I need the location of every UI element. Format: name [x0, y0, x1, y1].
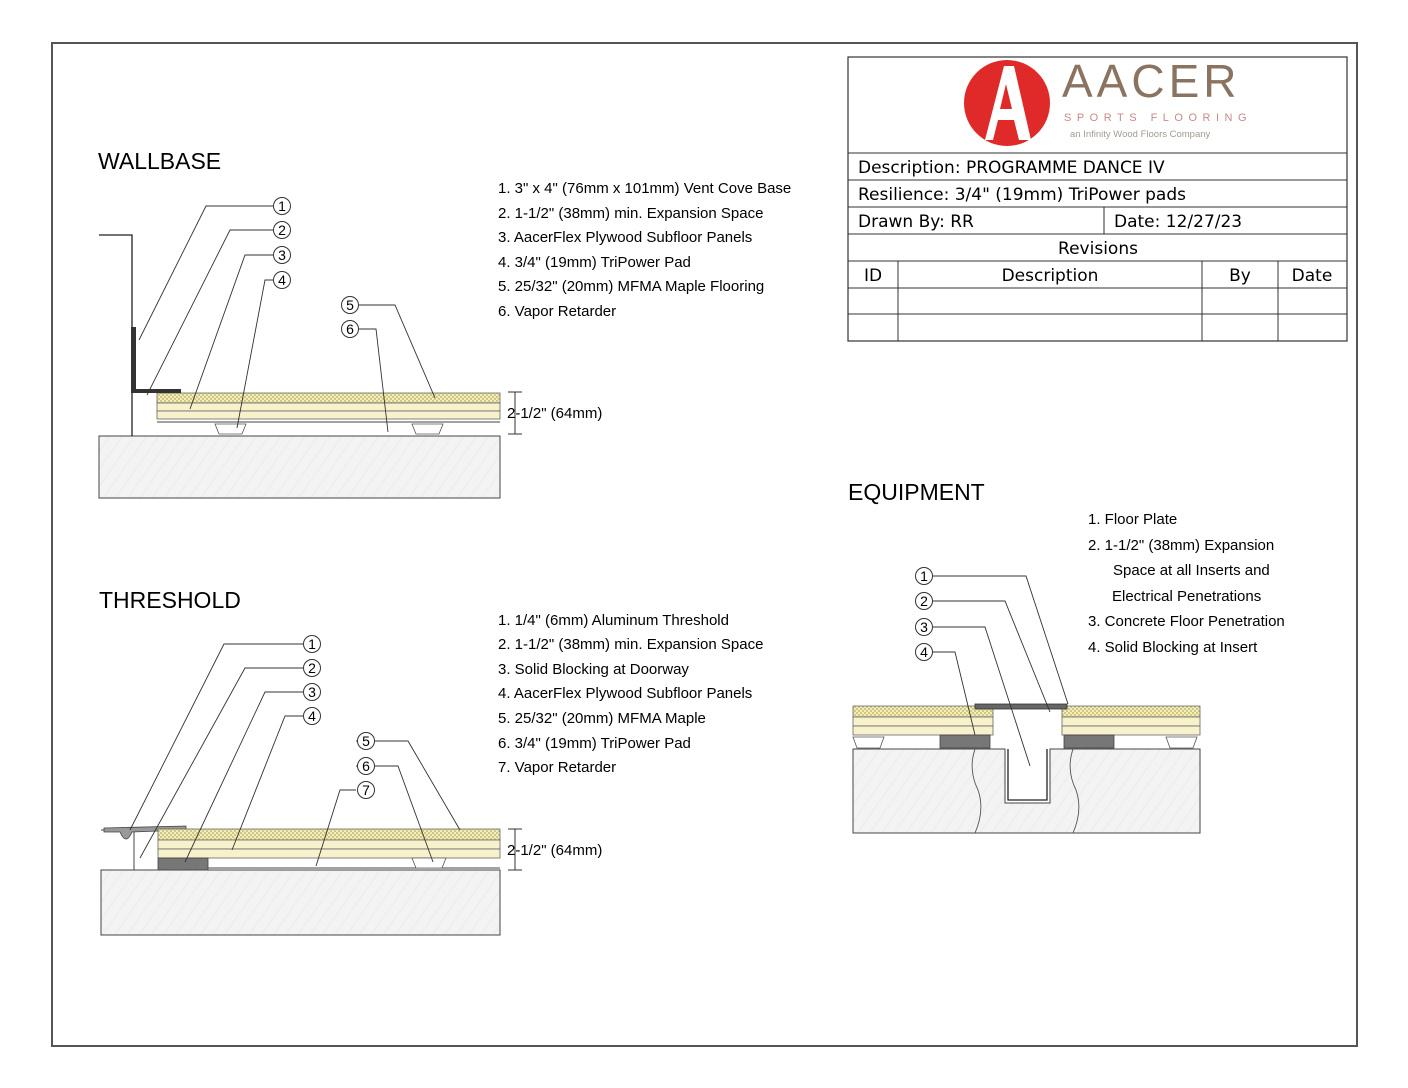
wallbase-note-5: 5. 25/32" (20mm) MFMA Maple Flooring — [498, 278, 764, 295]
wallbase-callout-6: 6 — [346, 321, 354, 337]
equipment-concrete-slab — [852, 748, 1201, 834]
equipment-callout-1: 1 — [920, 568, 928, 584]
equipment-callout-3: 3 — [920, 619, 928, 635]
equipment-maple-left — [852, 705, 994, 718]
equipment-floor-insert — [1007, 749, 1048, 801]
wallbase-detail: WALLBASE 2-1/2" (64mm) 1 — [98, 148, 791, 499]
wallbase-leaders — [138, 205, 436, 433]
equipment-title: EQUIPMENT — [848, 479, 985, 505]
threshold-pad — [411, 857, 447, 869]
wallbase-callout-1: 1 — [278, 198, 286, 214]
wallbase-wall — [99, 234, 133, 436]
equipment-note-2-cont-b: Electrical Penetrations — [1112, 588, 1261, 605]
threshold-leaders — [129, 643, 461, 867]
equipment-leaders — [933, 575, 1069, 767]
threshold-plywood-2 — [157, 848, 501, 859]
wallbase-title: WALLBASE — [98, 148, 221, 174]
logo-subtitle: an Infinity Wood Floors Company — [1070, 129, 1211, 140]
wallbase-callout-5: 5 — [346, 297, 354, 313]
equipment-callout-4: 4 — [920, 644, 928, 660]
wallbase-pad-2 — [411, 423, 444, 435]
threshold-solid-blocking — [157, 857, 209, 871]
tb-col-description: Description — [1002, 266, 1099, 286]
threshold-callout-6: 6 — [362, 758, 370, 774]
tb-resilience: Resilience: 3/4" (19mm) TriPower pads — [858, 185, 1186, 205]
equipment-note-2: 2. 1-1/2" (38mm) Expansion — [1088, 537, 1274, 554]
threshold-callout-2: 2 — [308, 660, 316, 676]
wallbase-callout-3: 3 — [278, 247, 286, 263]
threshold-callout-5: 5 — [362, 733, 370, 749]
threshold-callout-1: 1 — [308, 636, 316, 652]
threshold-callout-4: 4 — [308, 708, 316, 724]
wallbase-maple-layer — [156, 392, 501, 404]
equipment-blocking-right — [1063, 734, 1115, 749]
threshold-note-7: 7. Vapor Retarder — [498, 759, 616, 776]
wallbase-plywood-2 — [156, 410, 501, 420]
tb-revisions-title: Revisions — [1058, 239, 1138, 259]
threshold-dimension: 2-1/2" (64mm) — [507, 842, 602, 859]
logo-a-letter-icon — [985, 66, 1031, 140]
threshold-concrete-slab — [100, 869, 501, 936]
wallbase-note-2: 2. 1-1/2" (38mm) min. Expansion Space — [498, 205, 763, 222]
equipment-note-1: 1. Floor Plate — [1088, 511, 1177, 528]
wallbase-pad-1 — [214, 423, 247, 435]
threshold-note-5: 5. 25/32" (20mm) MFMA Maple — [498, 710, 706, 727]
wallbase-plywood-1 — [156, 402, 501, 412]
wallbase-callout-2: 2 — [278, 222, 286, 238]
title-block: AACER SPORTS FLOORING an Infinity Wood F… — [847, 55, 1348, 342]
threshold-plywood-1 — [157, 839, 501, 850]
aacer-logo: AACER SPORTS FLOORING an Infinity Wood F… — [964, 55, 1252, 146]
threshold-callout-3: 3 — [308, 684, 316, 700]
wallbase-cove-base — [131, 327, 181, 393]
equipment-detail: EQUIPMENT 1 2 — [848, 479, 1285, 834]
threshold-note-3: 3. Solid Blocking at Doorway — [498, 661, 689, 678]
tb-col-id: ID — [864, 266, 882, 286]
wallbase-concrete-slab — [98, 435, 501, 499]
threshold-callout-7: 7 — [362, 782, 370, 798]
wallbase-note-3: 3. AacerFlex Plywood Subfloor Panels — [498, 229, 752, 246]
equipment-blocking-left — [939, 734, 991, 749]
wallbase-note-4: 4. 3/4" (19mm) TriPower Pad — [498, 254, 691, 271]
sheet-border — [51, 42, 1358, 1047]
tb-col-date: Date — [1292, 266, 1333, 286]
threshold-note-1: 1. 1/4" (6mm) Aluminum Threshold — [498, 612, 729, 629]
equipment-note-4: 4. Solid Blocking at Insert — [1088, 639, 1258, 656]
wallbase-dimension: 2-1/2" (64mm) — [507, 405, 602, 422]
threshold-note-6: 6. 3/4" (19mm) TriPower Pad — [498, 735, 691, 752]
logo-circle-icon — [964, 60, 1050, 146]
equipment-maple-right — [1061, 705, 1201, 718]
tb-date: Date: 12/27/23 — [1114, 212, 1242, 232]
equipment-floor-plate — [974, 703, 1068, 710]
wallbase-note-6: 6. Vapor Retarder — [498, 303, 616, 320]
threshold-title: THRESHOLD — [99, 587, 241, 613]
threshold-note-4: 4. AacerFlex Plywood Subfloor Panels — [498, 685, 752, 702]
tb-description: Description: PROGRAMME DANCE IV — [858, 158, 1165, 178]
equipment-note-2-cont-a: Space at all Inserts and — [1113, 562, 1270, 579]
threshold-detail: THRESHOLD 2-1/2" (64mm) 1 — [99, 587, 763, 936]
threshold-maple-layer — [157, 828, 501, 841]
equipment-note-3: 3. Concrete Floor Penetration — [1088, 613, 1285, 630]
wallbase-note-1: 1. 3" x 4" (76mm x 101mm) Vent Cove Base — [498, 180, 791, 197]
tb-drawn-by: Drawn By: RR — [858, 212, 974, 232]
wallbase-callout-4: 4 — [278, 272, 286, 288]
logo-tagline: SPORTS FLOORING — [1064, 112, 1252, 124]
tb-col-by: By — [1229, 266, 1251, 286]
logo-wordmark: AACER — [1062, 55, 1240, 107]
threshold-note-2: 2. 1-1/2" (38mm) min. Expansion Space — [498, 636, 763, 653]
equipment-callout-2: 2 — [920, 593, 928, 609]
